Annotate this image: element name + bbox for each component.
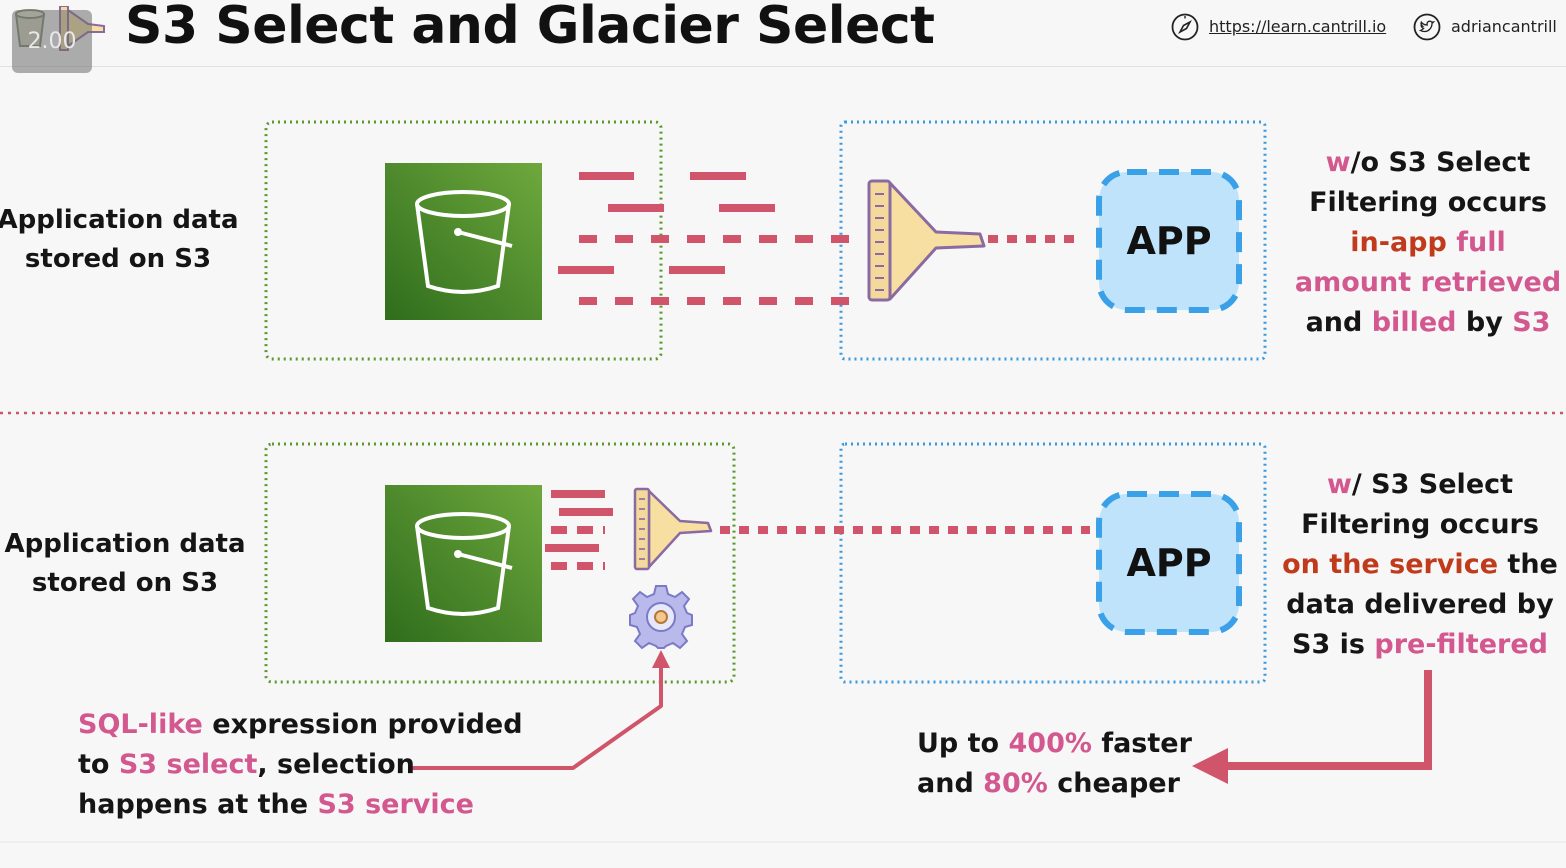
page-title: S3 Select and Glacier Select (125, 0, 935, 56)
app-boundary-bottom (839, 442, 1267, 684)
source-label-bottom: Application data stored on S3 (4, 529, 246, 598)
app-label-top: APP (1126, 219, 1212, 263)
s3-bucket-icon (385, 163, 542, 320)
app-box-bottom (1096, 491, 1242, 635)
app-box-top (1096, 169, 1242, 313)
speed-badge[interactable]: 2.00 (12, 10, 92, 73)
result-arrow (1192, 670, 1432, 784)
header-bar: 2.00 S3 Select and Glacier Select https:… (0, 0, 1566, 73)
performance-result: Up to 400% faster and 80% cheaper (917, 728, 1192, 799)
note-without-select: w/o S3 Select Filtering occurs in-app fu… (1294, 147, 1562, 338)
s3-bucket-icon (385, 485, 542, 642)
sql-expression-note: SQL-like expression provided to S3 selec… (78, 709, 523, 820)
course-link[interactable]: https://learn.cantrill.io (1209, 17, 1387, 36)
s3-boundary-bottom (264, 442, 736, 684)
raw-data-stream-bottom (545, 490, 1090, 570)
funnel-filter-icon (867, 179, 986, 302)
twitter-handle[interactable]: adriancantrill (1451, 17, 1557, 36)
note-with-select: w/ S3 Select Filtering occurs on the ser… (1282, 469, 1558, 660)
source-label-top: Application data stored on S3 (0, 205, 239, 274)
raw-data-stream-top (558, 172, 1078, 305)
app-boundary-top (839, 120, 1267, 361)
twitter-bird-icon (1413, 13, 1441, 41)
app-label-bottom: APP (1126, 541, 1212, 585)
sql-to-gear-arrow (412, 650, 670, 770)
gear-icon (629, 585, 693, 650)
compass-icon (1171, 13, 1199, 41)
funnel-filter-icon (633, 487, 713, 571)
